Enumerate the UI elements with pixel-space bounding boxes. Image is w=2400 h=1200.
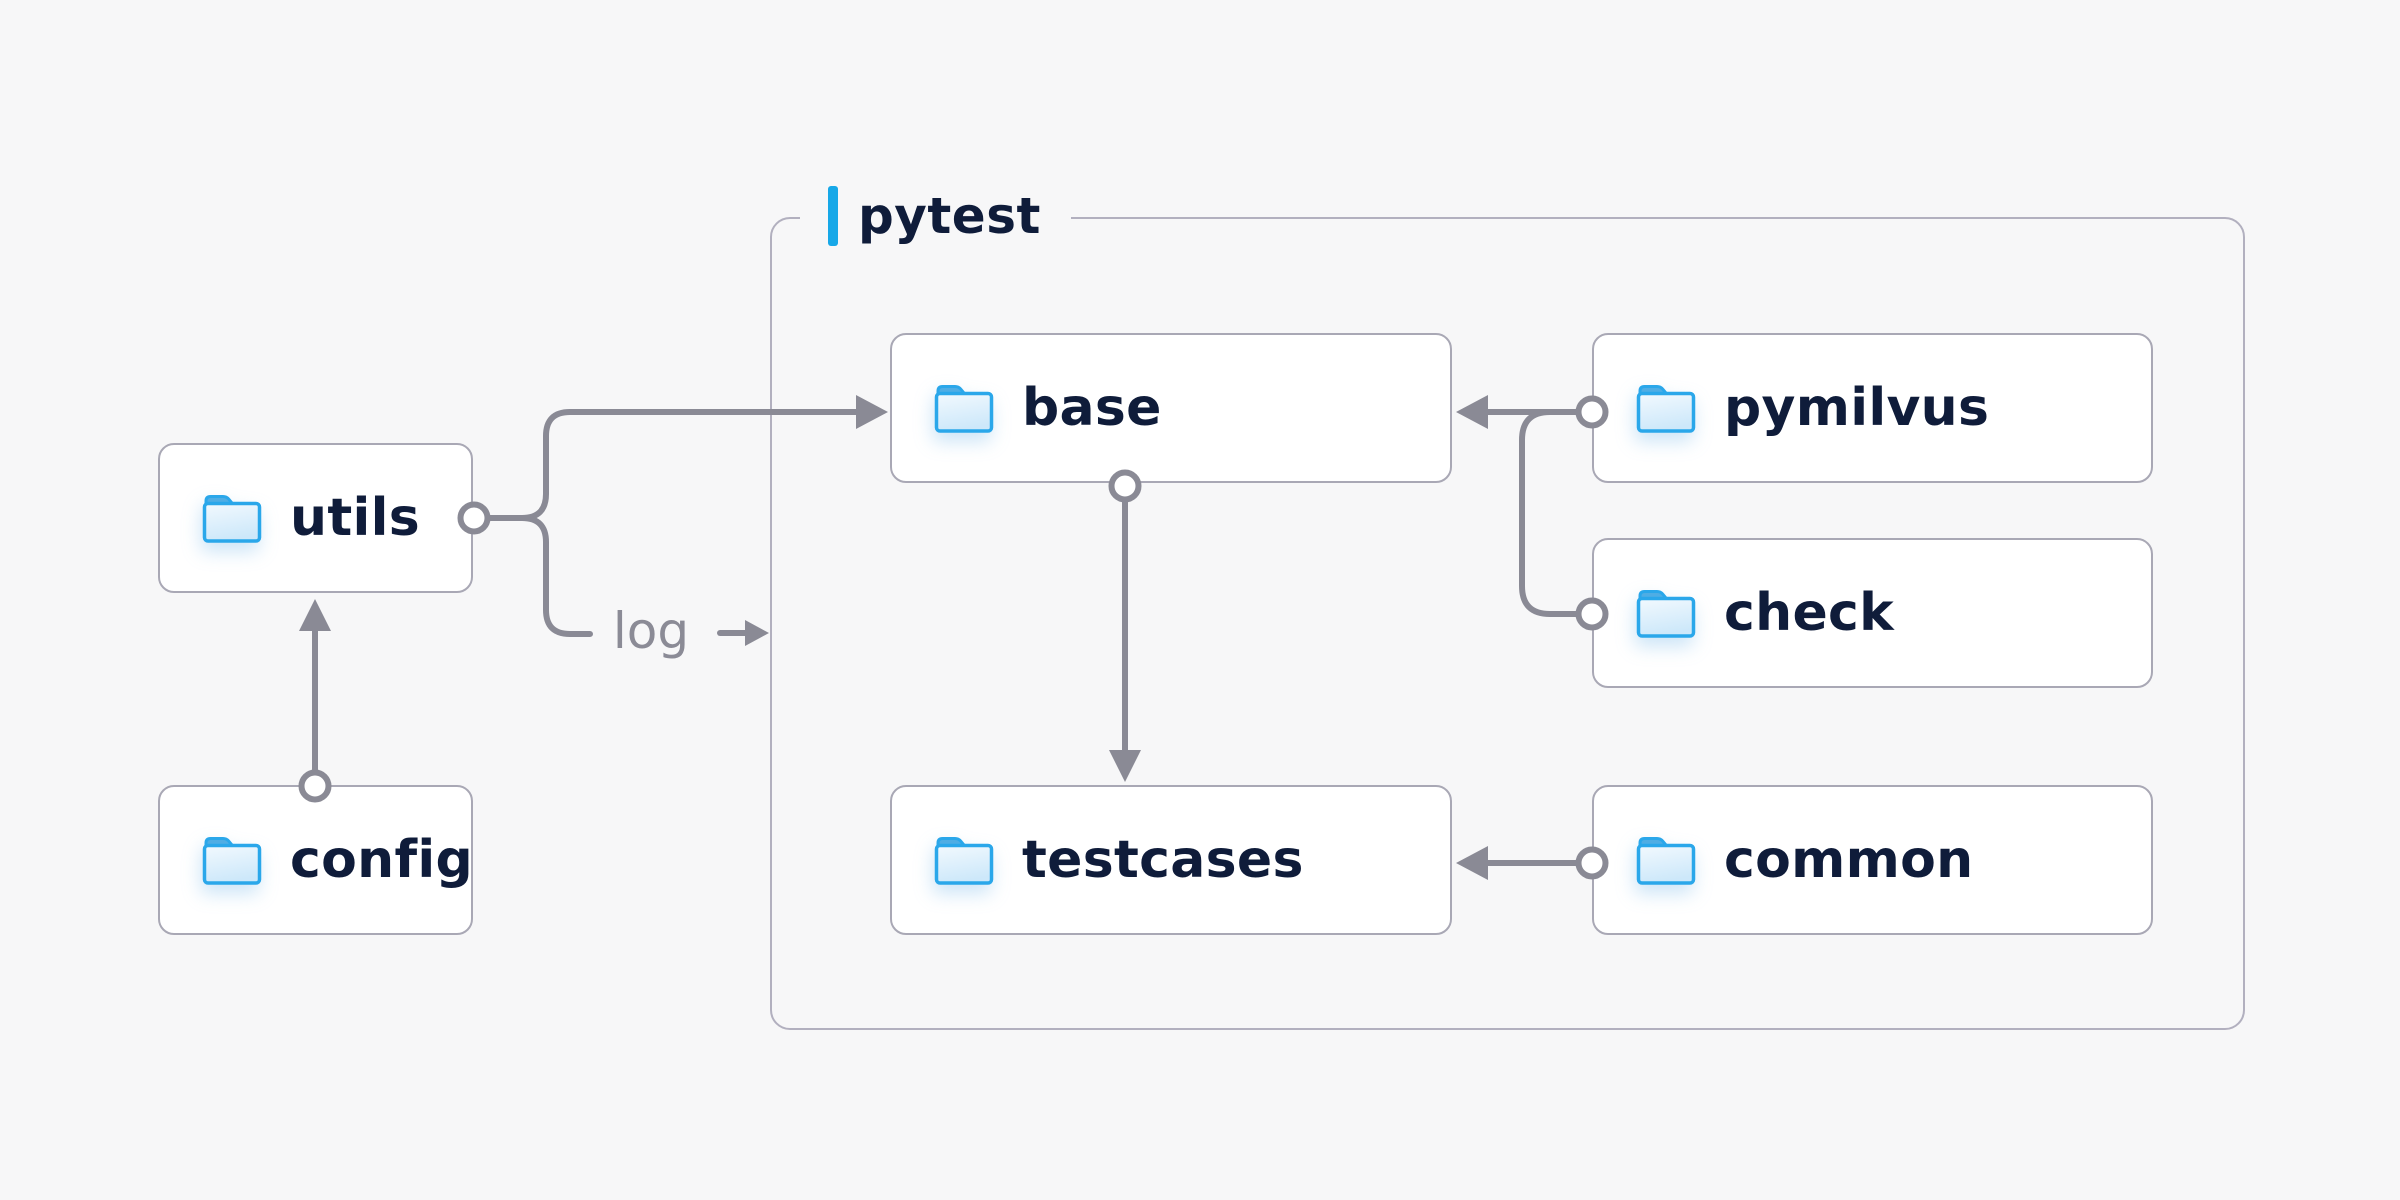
- node-label: pymilvus: [1724, 378, 1990, 438]
- arrowhead-into-utils: [299, 599, 331, 631]
- pytest-group-frame: [770, 217, 2245, 1030]
- node-config: config: [158, 785, 473, 935]
- node-check: check: [1592, 538, 2153, 688]
- pytest-group-label: pytest: [800, 184, 1071, 248]
- node-label: config: [290, 830, 474, 890]
- node-label: check: [1724, 583, 1895, 643]
- node-label: base: [1022, 378, 1162, 438]
- folder-icon: [1636, 837, 1696, 885]
- node-label: common: [1724, 830, 1974, 890]
- folder-icon: [1636, 590, 1696, 638]
- node-common: common: [1592, 785, 2153, 935]
- folder-icon: [202, 495, 262, 543]
- node-pymilvus: pymilvus: [1592, 333, 2153, 483]
- folder-icon: [934, 385, 994, 433]
- arrowhead-log: [745, 620, 769, 646]
- node-label: utils: [290, 488, 420, 548]
- node-label: testcases: [1022, 830, 1304, 890]
- node-utils: utils: [158, 443, 473, 593]
- edge-utils-to-log: [487, 515, 593, 637]
- folder-icon: [934, 837, 994, 885]
- accent-bar: [828, 186, 838, 246]
- node-testcases: testcases: [890, 785, 1452, 935]
- edge-label-log: log: [612, 602, 690, 660]
- folder-icon: [202, 837, 262, 885]
- folder-icon: [1636, 385, 1696, 433]
- node-base: base: [890, 333, 1452, 483]
- pytest-group-title: pytest: [858, 187, 1041, 245]
